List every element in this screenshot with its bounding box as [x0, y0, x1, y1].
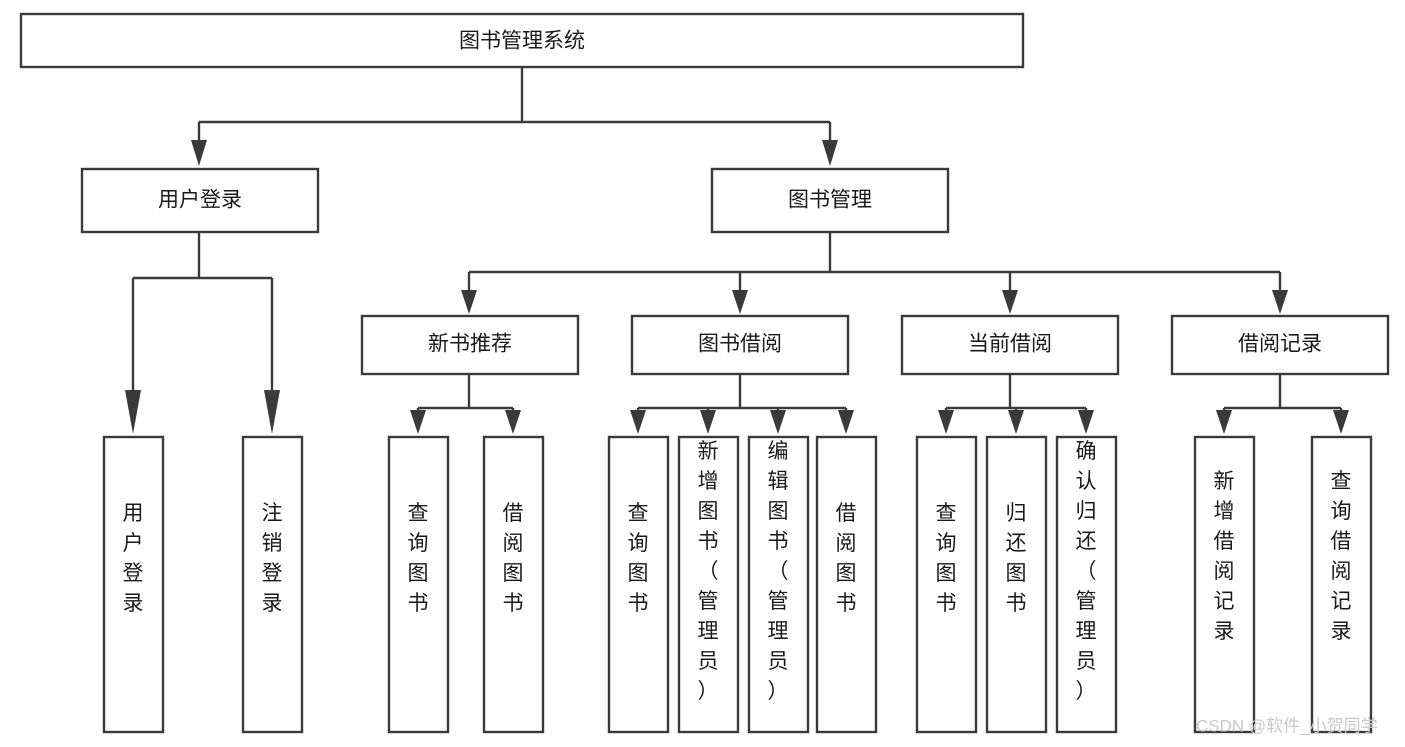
- arrow-head-leaf-user-login: [125, 390, 141, 434]
- arrow-head-book-borrow: [732, 290, 748, 314]
- node-leaf-user-logout[interactable]: 注销登录: [241, 435, 304, 734]
- node-book-borrow-label: 图书借阅: [698, 333, 782, 356]
- arrow-head-leaf-return-book: [1008, 410, 1024, 434]
- node-leaf-add-book[interactable]: 新增图书（管理员）: [677, 435, 740, 734]
- node-book-management-box[interactable]: [710, 167, 950, 234]
- node-leaf-confirm-return-box[interactable]: [1055, 435, 1118, 734]
- node-leaf-user-logout-label: 注销登录: [262, 502, 283, 615]
- arrow-head-borrow-record: [1272, 290, 1288, 314]
- node-user-login[interactable]: 用户登录: [80, 167, 320, 234]
- node-leaf-user-login-box[interactable]: [102, 435, 165, 734]
- node-leaf-return-book[interactable]: 归还图书: [985, 435, 1048, 734]
- arrow-head-book-management: [822, 140, 838, 166]
- node-root[interactable]: 图书管理系统: [19, 12, 1025, 69]
- node-current-borrow[interactable]: 当前借阅: [900, 314, 1120, 376]
- node-leaf-borrow-book-1[interactable]: 借阅图书: [482, 435, 545, 734]
- node-leaf-add-book-box[interactable]: [677, 435, 740, 734]
- node-borrow-record-label: 借阅记录: [1238, 333, 1322, 356]
- node-leaf-query-book-1-box[interactable]: [387, 435, 450, 734]
- node-leaf-borrow-book-1-box[interactable]: [482, 435, 545, 734]
- node-leaf-confirm-return[interactable]: 确认归还（管理员）: [1055, 435, 1118, 734]
- node-new-book-recommend-box[interactable]: [360, 314, 580, 376]
- node-leaf-query-book-3-label: 查询图书: [936, 502, 957, 615]
- node-leaf-edit-book-box[interactable]: [747, 435, 810, 734]
- node-leaf-confirm-return-label: 确认归还（管理员）: [1076, 440, 1097, 703]
- node-leaf-borrow-book-2-box[interactable]: [815, 435, 878, 734]
- node-leaf-return-book-label: 归还图书: [1006, 502, 1027, 615]
- node-leaf-borrow-book-1-label: 借阅图书: [503, 502, 524, 615]
- arrow-head-leaf-query-book-1: [410, 410, 426, 434]
- arrow-head-new-book-recommend: [461, 290, 477, 314]
- node-leaf-query-record[interactable]: 查询借阅记录: [1310, 435, 1373, 734]
- node-leaf-query-book-2[interactable]: 查询图书: [607, 435, 670, 734]
- arrow-head-leaf-add-record: [1216, 410, 1232, 434]
- arrow-head-current-borrow: [1002, 290, 1018, 314]
- arrow-head-user-login: [191, 140, 207, 166]
- node-new-book-recommend-label: 新书推荐: [428, 333, 512, 356]
- node-leaf-add-record[interactable]: 新增借阅记录: [1193, 435, 1256, 734]
- node-leaf-user-logout-box[interactable]: [241, 435, 304, 734]
- node-root-label: 图书管理系统: [459, 30, 585, 53]
- node-borrow-record[interactable]: 借阅记录: [1170, 314, 1390, 376]
- node-root-box[interactable]: [19, 12, 1025, 69]
- node-leaf-add-record-label: 新增借阅记录: [1214, 470, 1235, 643]
- node-leaf-query-book-3-box[interactable]: [915, 435, 978, 734]
- node-leaf-borrow-book-2-label: 借阅图书: [836, 502, 857, 615]
- node-current-borrow-label: 当前借阅: [968, 333, 1052, 356]
- node-leaf-return-book-box[interactable]: [985, 435, 1048, 734]
- arrow-head-leaf-add-book: [700, 410, 716, 434]
- node-borrow-record-box[interactable]: [1170, 314, 1390, 376]
- node-leaf-query-book-3[interactable]: 查询图书: [915, 435, 978, 734]
- node-leaf-query-book-2-box[interactable]: [607, 435, 670, 734]
- node-user-login-box[interactable]: [80, 167, 320, 234]
- node-current-borrow-box[interactable]: [900, 314, 1120, 376]
- node-leaf-query-book-2-label: 查询图书: [628, 502, 649, 615]
- node-leaf-add-book-label: 新增图书（管理员）: [698, 440, 719, 703]
- node-book-management-label: 图书管理: [788, 189, 872, 212]
- node-leaf-query-book-1-label: 查询图书: [408, 502, 429, 615]
- node-book-borrow[interactable]: 图书借阅: [630, 314, 850, 376]
- node-leaf-edit-book[interactable]: 编辑图书（管理员）: [747, 435, 810, 734]
- node-user-login-label: 用户登录: [158, 189, 242, 212]
- node-leaf-add-record-box[interactable]: [1193, 435, 1256, 734]
- csdn-watermark: CSDN @软件_小贺同学: [1196, 716, 1378, 735]
- arrow-head-leaf-user-logout: [264, 390, 280, 434]
- node-leaf-query-record-label: 查询借阅记录: [1331, 470, 1352, 643]
- arrow-head-leaf-query-book-3: [938, 410, 954, 434]
- node-leaf-query-record-box[interactable]: [1310, 435, 1373, 734]
- connector-layer: [125, 67, 1349, 434]
- node-leaf-user-login-label: 用户登录: [123, 502, 144, 615]
- arrow-head-leaf-borrow-book-1: [505, 410, 521, 434]
- node-leaf-user-login[interactable]: 用户登录: [102, 435, 165, 734]
- arrow-head-leaf-query-book-2: [630, 410, 646, 434]
- node-leaf-edit-book-label: 编辑图书（管理员）: [768, 440, 789, 703]
- node-leaf-borrow-book-2[interactable]: 借阅图书: [815, 435, 878, 734]
- arrow-head-leaf-borrow-book-2: [838, 410, 854, 434]
- arrow-head-leaf-edit-book: [770, 410, 786, 434]
- node-book-management[interactable]: 图书管理: [710, 167, 950, 234]
- arrow-head-leaf-confirm-return: [1078, 410, 1094, 434]
- node-new-book-recommend[interactable]: 新书推荐: [360, 314, 580, 376]
- arrow-head-leaf-query-record: [1333, 410, 1349, 434]
- node-leaf-query-book-1[interactable]: 查询图书: [387, 435, 450, 734]
- node-book-borrow-box[interactable]: [630, 314, 850, 376]
